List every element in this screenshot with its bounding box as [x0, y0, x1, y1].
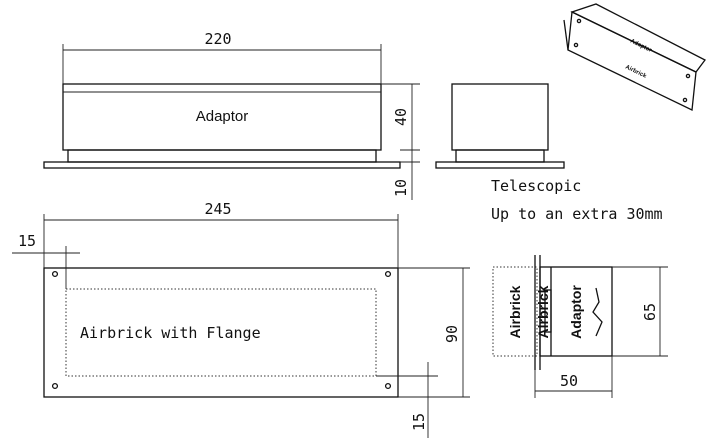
- telescopic-note-2: Up to an extra 30mm: [491, 205, 663, 223]
- flange-screw-tl: [51, 270, 59, 278]
- iso-top-face: [570, 3, 706, 73]
- side-flange-plate: [435, 161, 565, 169]
- break-line: [592, 287, 603, 337]
- iso-front-label: Airbrick: [624, 64, 648, 80]
- dim-245-label: 245: [204, 200, 231, 218]
- flange-plan-view: Airbrick with Flange 245 15 90 15: [12, 200, 470, 438]
- adaptor-sleeve: [544, 289, 552, 333]
- front-elevation: Adaptor 220 40 10: [43, 30, 420, 200]
- flange-screw-tr: [384, 270, 392, 278]
- adaptor-front-label: Adaptor: [196, 108, 249, 125]
- telescopic-adaptor-body: [539, 266, 613, 357]
- iso-screw-1: [576, 18, 582, 24]
- dim-15-top-label: 15: [18, 232, 36, 250]
- iso-screw-2: [685, 73, 691, 79]
- flange-screw-br: [384, 382, 392, 390]
- dim-40-label: 40: [392, 108, 410, 126]
- flange-outline: [43, 267, 399, 398]
- isometric-view: Adaptor Airbrick: [563, 3, 706, 111]
- airbrick-side-label-2: Airbrick: [535, 285, 551, 338]
- side-adaptor-body: [451, 83, 549, 151]
- dim-90-label: 90: [443, 325, 461, 343]
- dim-50-label: 50: [560, 372, 578, 390]
- side-adaptor-collar: [455, 149, 545, 163]
- adaptor-side-label: Adaptor: [568, 285, 584, 339]
- side-elevation: [435, 83, 565, 169]
- iso-top-label: Adaptor: [629, 38, 653, 54]
- dim-10-label: 10: [392, 179, 410, 197]
- telescopic-note-1: Telescopic: [491, 177, 581, 195]
- airbrick-flange-label: Airbrick with Flange: [80, 324, 261, 342]
- iso-screw-4: [682, 97, 688, 103]
- iso-screw-3: [573, 42, 579, 48]
- dim-65-label: 65: [641, 303, 659, 321]
- airbrick-opening: [65, 288, 377, 377]
- iso-left-edge: [563, 19, 569, 51]
- telescopic-side-view: Airbrick Airbrick Adaptor 65 50: [492, 255, 668, 398]
- airbrick-side-label-1: Airbrick: [507, 285, 523, 338]
- dim-15-bottom-label: 15: [410, 413, 428, 431]
- dim-220-label: 220: [204, 30, 231, 48]
- flange-plate: [43, 161, 401, 169]
- iso-front-face: [567, 11, 697, 111]
- airbrick-body-outline: [492, 266, 538, 357]
- adaptor-collar: [67, 149, 377, 163]
- flange-screw-bl: [51, 382, 59, 390]
